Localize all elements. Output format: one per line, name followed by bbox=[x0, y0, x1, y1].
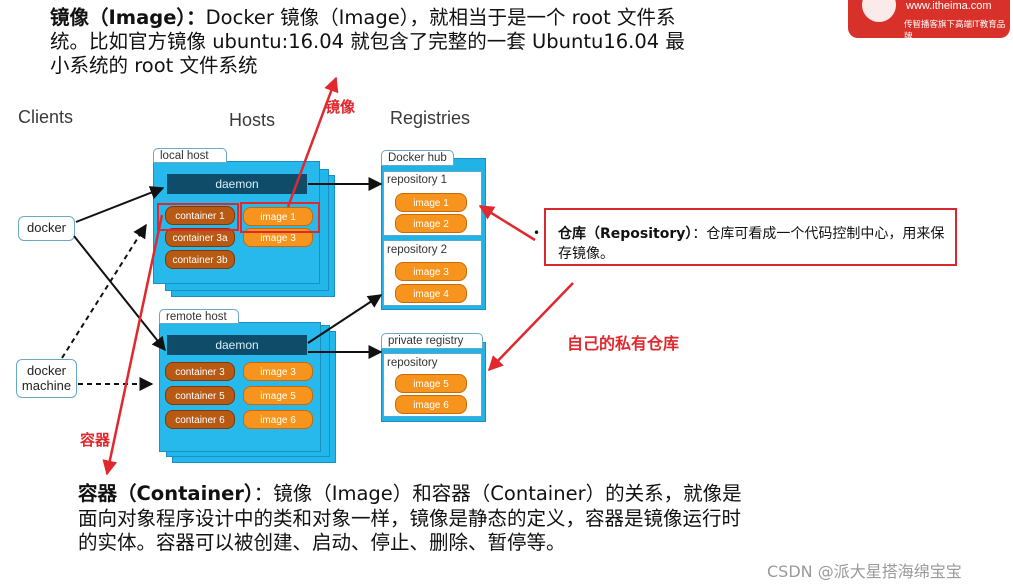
container-pill: container 1 bbox=[165, 206, 235, 225]
logo-mark-icon bbox=[862, 0, 896, 22]
container-pill: container 6 bbox=[165, 410, 235, 429]
repository-note-box: 仓库（Repository）：仓库可看成一个代码控制中心，用来保存镜像。 bbox=[544, 208, 957, 266]
machine-to-local-host-arrow bbox=[61, 223, 147, 359]
image-pill: image 3 bbox=[243, 362, 313, 381]
docker-to-local-daemon-arrow bbox=[75, 186, 165, 223]
private-repo-annotation: 自己的私有仓库 bbox=[567, 334, 680, 353]
private-repo-annotation-arrow bbox=[487, 282, 574, 372]
repository-1-label: repository 1 bbox=[387, 174, 448, 186]
container-annotation: 容器 bbox=[80, 431, 111, 449]
local-daemon: daemon bbox=[167, 174, 307, 194]
image-pill: image 1 bbox=[395, 193, 467, 212]
container-pill: container 3b bbox=[165, 250, 235, 269]
logo-url: www.itheima.com bbox=[906, 0, 992, 12]
image-term: 镜像（Image）： bbox=[50, 6, 206, 29]
repository-bullet: • bbox=[533, 226, 541, 240]
image-1-highlight bbox=[240, 202, 320, 233]
container-pill: container 3 bbox=[165, 362, 235, 381]
container-pill: container 3a bbox=[165, 228, 235, 247]
image-pill: image 5 bbox=[395, 374, 467, 393]
docker-machine-line2: machine bbox=[21, 378, 72, 393]
image-pill: image 4 bbox=[395, 284, 467, 303]
remote-daemon-to-hub-arrow bbox=[307, 294, 383, 344]
repository-note-text: ：仓库可看成一个代码控制中心，用来保存镜像。 bbox=[558, 226, 945, 262]
repository-term: 仓库（Repository） bbox=[558, 226, 693, 242]
private-registry-tab: private registry bbox=[381, 333, 483, 349]
docker-machine-line1: docker bbox=[26, 363, 67, 378]
docker-to-remote-daemon-arrow bbox=[73, 235, 166, 352]
image-pill: image 6 bbox=[395, 395, 467, 414]
container-description-text: ：镜像（Image）和容器（Container）的关系，就像是面向对象程序设计中… bbox=[78, 482, 742, 554]
repository-note: 仓库（Repository）：仓库可看成一个代码控制中心，用来保存镜像。 bbox=[558, 224, 954, 264]
private-repository-label: repository bbox=[387, 357, 438, 369]
container-annotation-arrow bbox=[102, 214, 164, 476]
logo-slogan: 传智播客旗下高端IT教育品牌 bbox=[904, 20, 1006, 42]
docker-client: docker bbox=[18, 216, 75, 241]
image-pill: image 5 bbox=[243, 386, 313, 405]
itheima-logo: www.itheima.com 传智播客旗下高端IT教育品牌 bbox=[848, 0, 1010, 42]
image-annotation: 镜像 bbox=[325, 98, 356, 116]
container-term: 容器（Container） bbox=[78, 482, 254, 505]
container-description: 容器（Container）：镜像（Image）和容器（Container）的关系… bbox=[78, 482, 748, 556]
registries-label: Registries bbox=[390, 108, 471, 128]
remote-daemon: daemon bbox=[167, 335, 307, 355]
csdn-watermark: CSDN @派大星搭海绵宝宝 bbox=[767, 562, 962, 581]
container-1-highlight bbox=[157, 203, 239, 231]
clients-label: Clients bbox=[18, 107, 74, 127]
repository-2-label: repository 2 bbox=[387, 244, 448, 256]
local-host-tab: local host bbox=[153, 148, 227, 163]
image-description: 镜像（Image）：Docker 镜像（Image），就相当于是一个 root … bbox=[50, 6, 690, 78]
docker-hub-tab: Docker hub bbox=[381, 150, 454, 166]
image-description-text: Docker 镜像（Image），就相当于是一个 root 文件系统。比如官方镜… bbox=[50, 6, 685, 77]
image-annotation-arrow bbox=[286, 76, 339, 208]
docker-machine-client: docker machine bbox=[16, 359, 77, 398]
repository-annotation-arrow bbox=[478, 204, 536, 242]
container-pill: container 5 bbox=[165, 386, 235, 405]
image-pill: image 2 bbox=[395, 214, 467, 233]
image-pill: image 6 bbox=[243, 410, 313, 429]
hosts-label: Hosts bbox=[229, 110, 276, 130]
image-pill: image 3 bbox=[395, 262, 467, 281]
image-pill: image 1 bbox=[243, 207, 313, 226]
remote-host-tab: remote host bbox=[159, 309, 239, 324]
